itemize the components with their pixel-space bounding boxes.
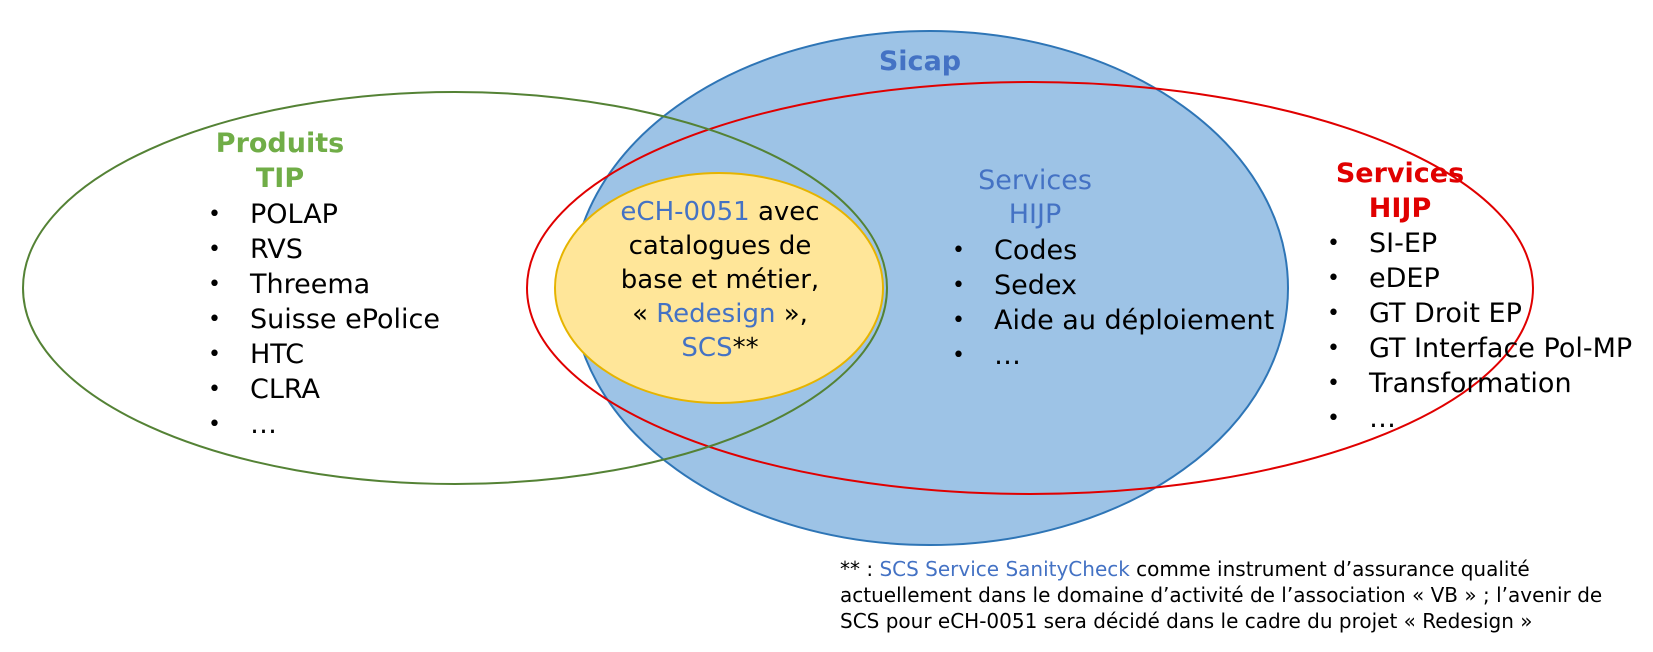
tip-list-item: CLRA [208,372,440,407]
tip-list-item: … [208,407,440,442]
quote-close: », [775,299,808,329]
services-red-list-item: Transformation [1327,366,1632,401]
intersection-line1-rest: avec [749,197,820,227]
scs-stars: ** [732,333,759,363]
intersection-line5: SCS** [540,331,900,365]
intersection-text: eCH-0051 avec catalogues de base et méti… [540,195,900,365]
intersection-line4: « Redesign », [540,297,900,331]
services-red-title-line2: HIJP [1368,193,1432,224]
services-blue-list: CodesSedexAide au déploiement… [952,233,1274,373]
services-blue-list-item: Sedex [952,268,1274,303]
services-red-list-item: eDEP [1327,261,1632,296]
ech-label: eCH-0051 [620,197,750,227]
services-red-list-item: GT Interface Pol-MP [1327,331,1632,366]
tip-list-item: Suisse ePolice [208,302,440,337]
services-red-list-item: … [1327,401,1632,436]
services-blue-list-item: Aide au déploiement [952,303,1274,338]
services-red-list-item: SI-EP [1327,226,1632,261]
services-red-list: SI-EPeDEPGT Droit EPGT Interface Pol-MPT… [1327,226,1632,436]
tip-title-line2: TIP [255,163,305,194]
tip-title-line1: Produits [215,128,345,159]
tip-list-item: POLAP [208,197,440,232]
footnote-line1-rest: comme instrument d’assurance qualité [1129,557,1530,581]
services-blue-title-line2: HIJP [1008,199,1062,230]
footnote-line1: ** : SCS Service SanityCheck comme instr… [840,556,1640,582]
footnote: ** : SCS Service SanityCheck comme instr… [840,556,1640,634]
sicap-title: Sicap [878,46,962,77]
services-red-list-item: GT Droit EP [1327,296,1632,331]
tip-green-ellipse [22,91,888,485]
intersection-yellow-ellipse [554,172,884,404]
tip-list: POLAPRVSThreemaSuisse ePoliceHTCCLRA… [208,197,440,442]
intersection-line1: eCH-0051 avec [540,195,900,229]
intersection-line3: base et métier, [620,265,820,295]
tip-list-item: RVS [208,232,440,267]
footnote-prefix: ** : [840,557,880,581]
footnote-line3: SCS pour eCH-0051 sera décidé dans le ca… [840,609,1533,633]
tip-list-item: Threema [208,267,440,302]
quote-open: « [632,299,657,329]
services-blue-title-line1: Services [978,165,1092,196]
footnote-highlight: SCS Service SanityCheck [879,557,1130,581]
services-red-title-line1: Services [1335,158,1465,189]
scs-label: SCS [681,333,733,363]
services-blue-list-item: Codes [952,233,1274,268]
services-blue-list-item: … [952,338,1274,373]
intersection-line2: catalogues de [628,231,812,261]
footnote-line2: actuellement dans le domaine d’activité … [840,583,1603,607]
redesign-label: Redesign [656,299,776,329]
tip-list-item: HTC [208,337,440,372]
